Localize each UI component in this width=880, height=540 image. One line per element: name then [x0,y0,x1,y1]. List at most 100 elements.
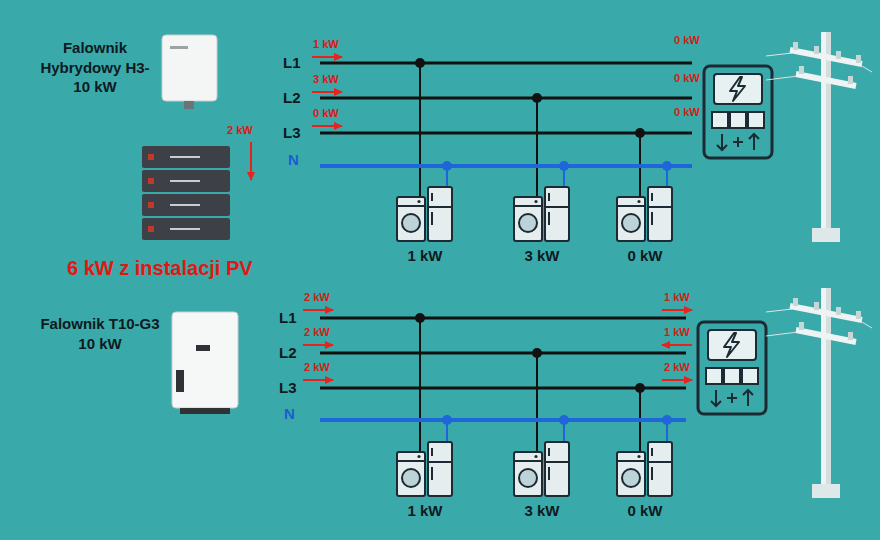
bus-wires-top-part [320,97,692,100]
bus-wires-bottom-part [320,418,686,422]
power-value: 0 kW [674,106,700,119]
power-flow-arrows [303,57,692,380]
hybrid-inverter-image-part [162,35,217,101]
battery-stack-part [148,226,154,232]
power-value: 0 kW [674,34,700,47]
inverter-name: Falownik T10-G3 10 kW [40,314,160,353]
inverter-heading: Falownik Hybrydowy H3-10 kW [40,38,150,97]
phase-name: L3 [283,124,301,142]
power-value: 2 kW [304,291,330,304]
bus-wires-bottom-part [532,348,542,358]
phase-name: L1 [279,309,297,327]
bus-wires-top-part [536,98,538,197]
power-value: 3 kW [313,73,339,86]
load-box: 1 kW [383,185,467,266]
load-box: 3 kW [500,185,584,266]
power-value: 0 kW [313,107,339,120]
bus-wires-top-part [662,161,672,171]
power-flow-arrows-part [662,344,692,346]
power-flow-arrows-part [312,91,342,93]
bus-wires-bottom-part [536,353,538,452]
load-icons [397,187,672,496]
bus-wires-bottom-part [415,313,425,323]
battery-stack-part [170,204,200,206]
neutral-name: N [284,405,295,423]
bus-wires-bottom-part [559,415,569,425]
load-icons-part [514,442,569,496]
load-box: 0 kW [603,440,687,521]
phase-name: L3 [279,379,297,397]
load-power: 3 kW [500,246,584,266]
phase-name: L2 [283,89,301,107]
power-flow-arrows-part [312,56,342,58]
battery-stack-part [170,228,200,230]
bus-wires-top-part [320,62,692,65]
load-power: 0 kW [603,246,687,266]
bus-wires-bottom-part [442,415,452,425]
power-value: 1 kW [313,38,339,51]
battery-stack-part [148,202,154,208]
battery-stack-part [142,218,230,240]
load-icons-part [514,187,569,241]
energy-meter-part [704,66,772,158]
bus-wires-top-part [635,128,645,138]
battery-stack-part [142,194,230,216]
power-value: 1 kW [664,326,690,339]
power-value: 2 kW [304,326,330,339]
load-power: 1 kW [383,246,467,266]
load-icons-part [617,187,672,241]
load-icons-part [617,442,672,496]
utility-pole-part [766,288,872,498]
power-value: 2 kW [304,361,330,374]
bus-wires-top-part [415,58,425,68]
inverter-heading: Falownik T10-G3 10 kW [40,314,160,353]
pv-note: 6 kW z instalacji PV [67,256,253,280]
power-flow-arrows-part [303,309,333,311]
battery-stack-part [170,180,200,182]
power-value: 2 kW [664,361,690,374]
phase-name: L2 [279,344,297,362]
battery-stack-part [148,154,154,160]
utility-pole [766,32,872,498]
battery-stack-part [142,146,230,168]
load-power: 0 kW [603,501,687,521]
power-flow-arrows-part [303,379,333,381]
neutral-name: N [288,151,299,169]
grid-inverter-image-part [180,408,230,414]
hybrid-inverter-image-part [184,101,194,109]
bus-wires-top [320,58,692,197]
bus-wires-bottom [320,313,686,452]
power-flow-arrows-part [312,125,342,127]
power-value: 2 kW [227,124,253,137]
load-box: 1 kW [383,440,467,521]
bus-wires-top-part [442,161,452,171]
load-power: 3 kW [500,501,584,521]
load-box: 0 kW [603,185,687,266]
load-icons-part [397,187,452,241]
bus-wires-bottom-part [320,317,686,320]
phase-name: L1 [283,54,301,72]
hybrid-inverter-image-part [170,46,188,49]
bus-wires-bottom-part [320,387,686,390]
grid-inverter-image-part [196,345,210,351]
power-flow-arrows-part [662,379,692,381]
battery-stack [142,146,230,240]
bus-wires-bottom-part [635,383,645,393]
battery-stack-part [148,178,154,184]
load-power: 1 kW [383,501,467,521]
grid-inverter-image-part [176,370,184,392]
bus-wires-bottom-part [419,318,421,452]
power-flow-arrows-part [303,344,333,346]
inverter-name: Falownik Hybrydowy H3-10 kW [40,38,150,97]
battery-stack-part [170,156,200,158]
grid-inverter-image-part [172,312,238,408]
grid-inverter-image [172,312,238,414]
load-box: 3 kW [500,440,584,521]
bus-wires-top-part [532,93,542,103]
hybrid-inverter-image [162,35,217,109]
bus-wires-top-part [419,63,421,197]
bus-wires-bottom-part [662,415,672,425]
bus-wires-bottom-part [320,352,686,355]
bus-wires-top-part [320,164,692,168]
